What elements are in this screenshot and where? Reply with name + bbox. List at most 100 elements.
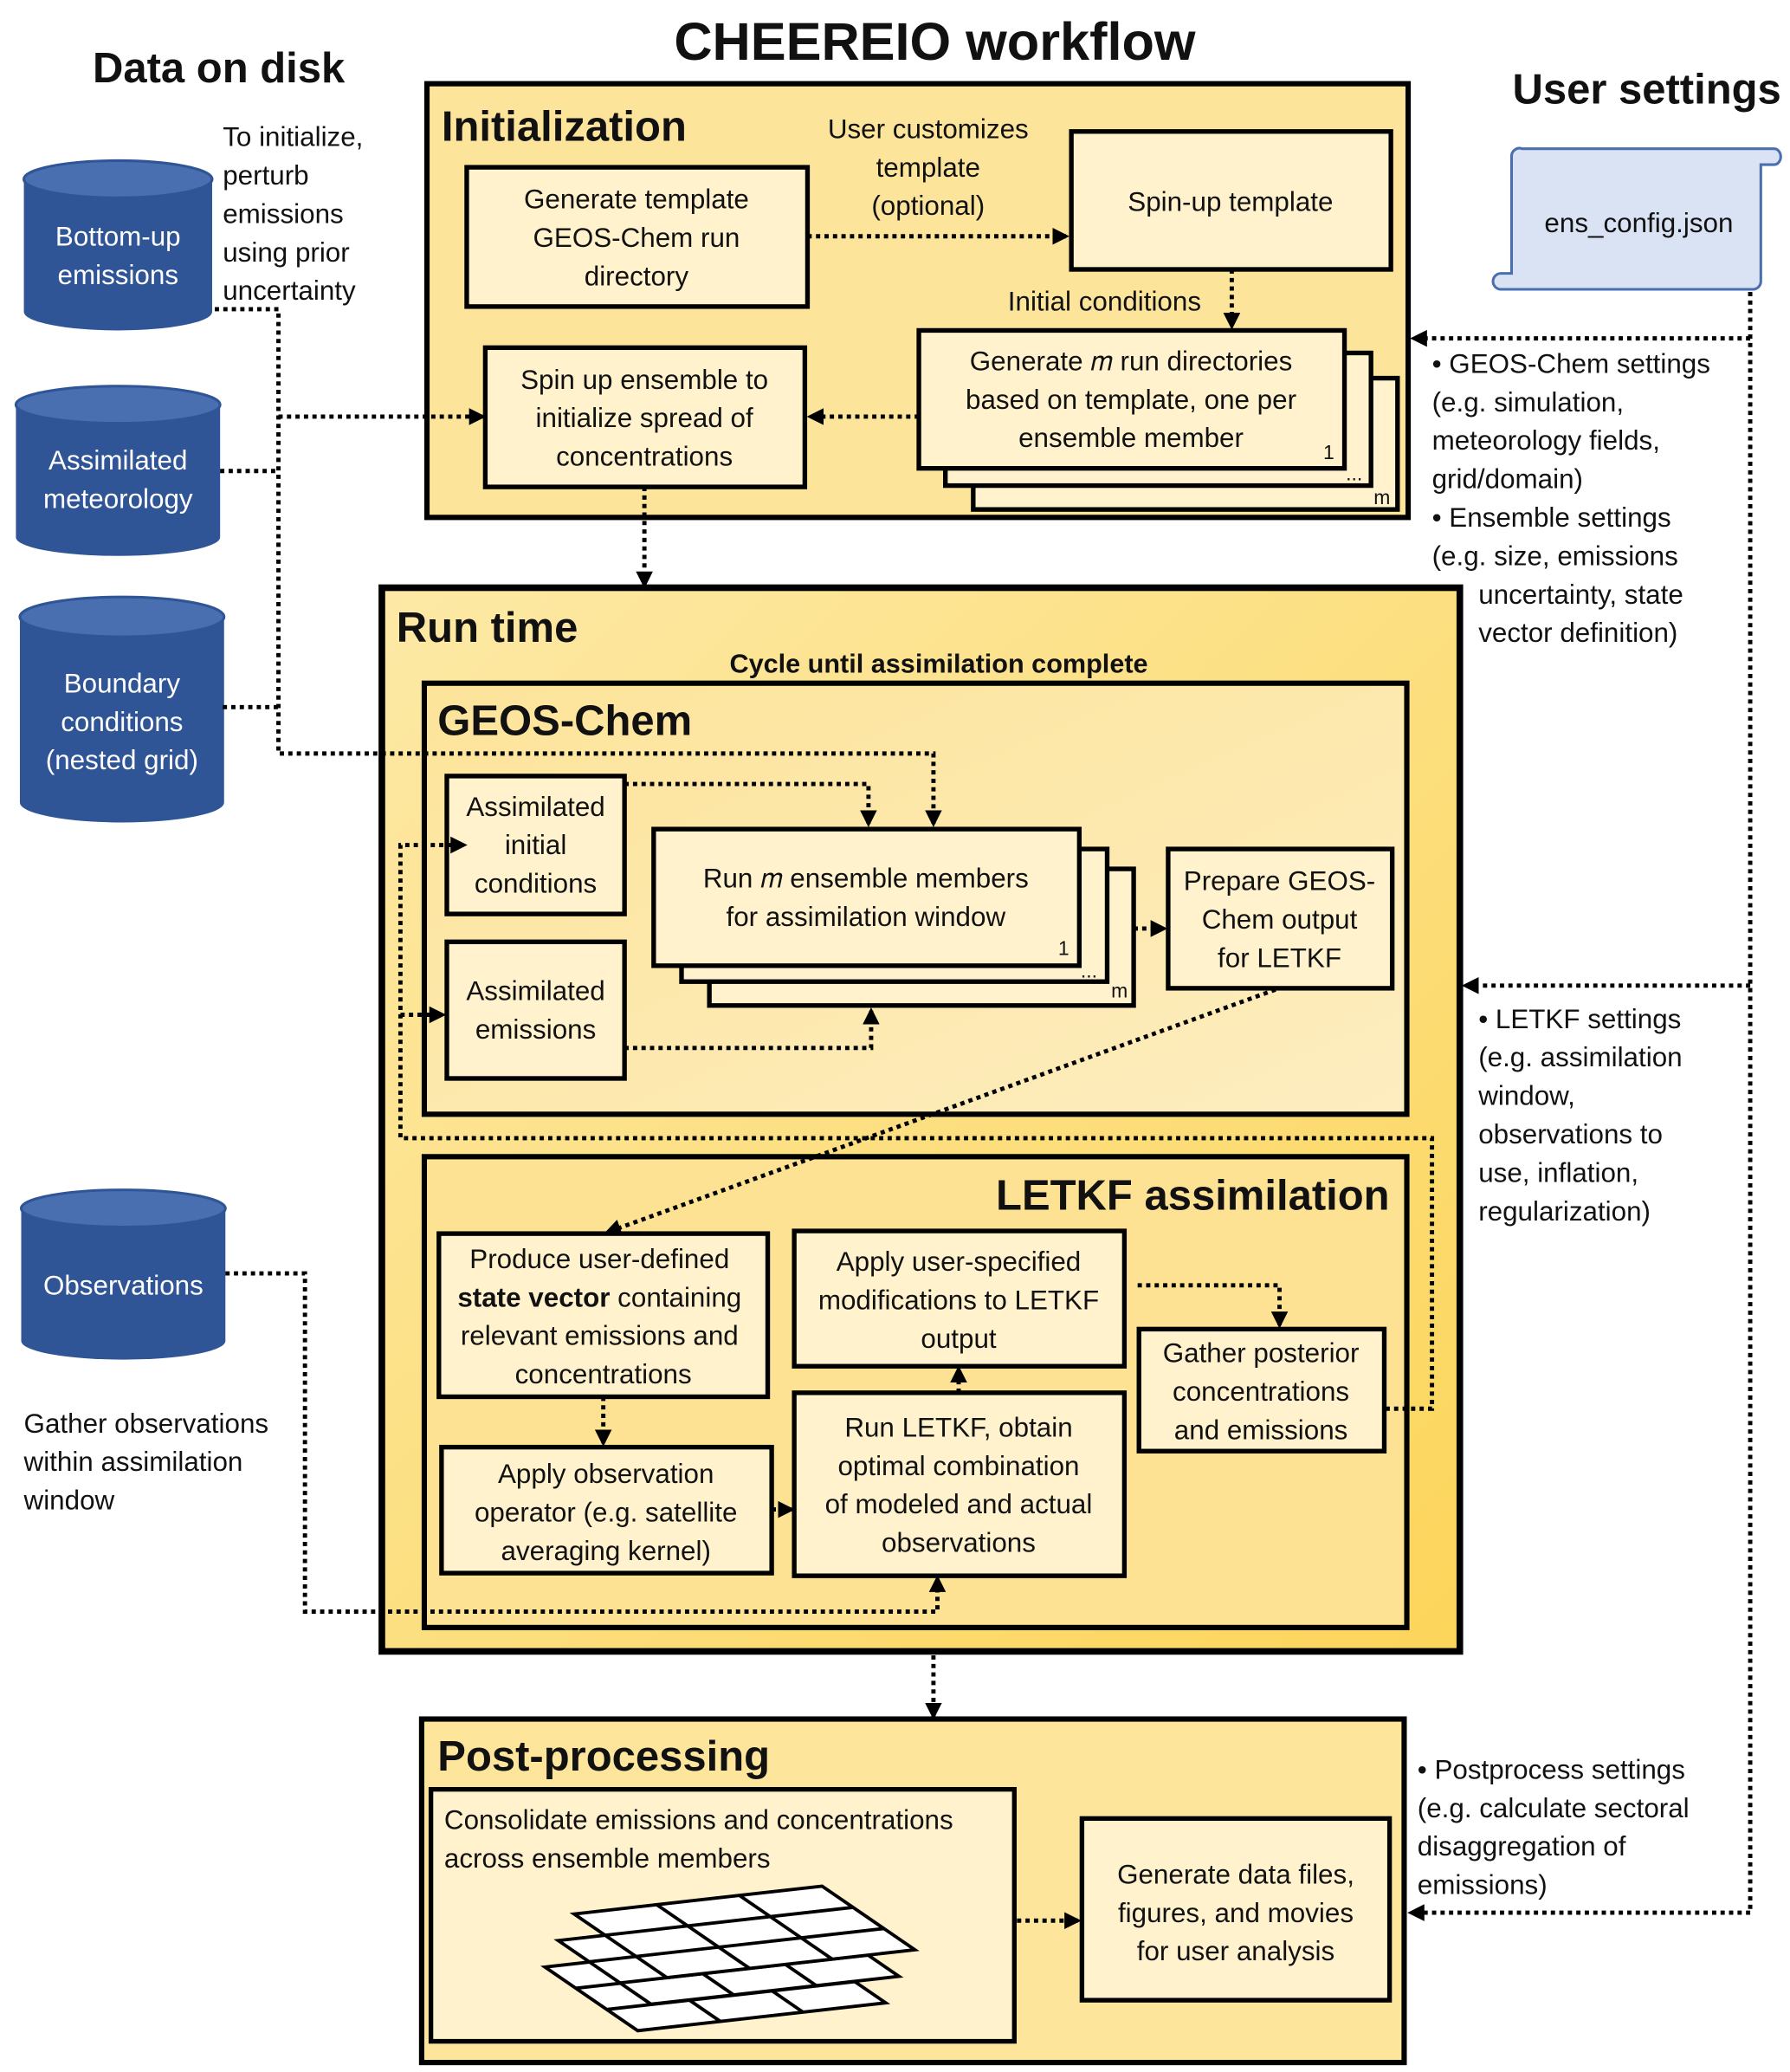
apply-obs-operator-text: Apply observation operator (e.g. satellit… [475, 1459, 737, 1566]
text-line: (e.g. simulation, [1432, 387, 1624, 418]
stack-label-1: 1 [1323, 441, 1334, 463]
text-line: initial [505, 830, 567, 860]
text-line: Apply observation [498, 1459, 714, 1489]
arrow-em-to-run [624, 1007, 880, 1051]
text-line: disaggregation of [1418, 1831, 1626, 1862]
text-line: To initialize, [223, 122, 363, 152]
text-line: Gather observations [24, 1408, 269, 1439]
text-line: window, [1477, 1081, 1575, 1111]
text-line: • Postprocess settings [1418, 1754, 1685, 1784]
text-line: observations to [1478, 1119, 1663, 1149]
generate-template-box [464, 165, 811, 309]
text-line: (nested grid) [46, 745, 198, 775]
generate-m-box [916, 327, 1347, 471]
text-line: GEOS-Chem run [533, 223, 740, 253]
text-line: Boundary [64, 668, 181, 698]
postprocess-settings-note: • Postprocess settings(e.g. calculate se… [1418, 1754, 1690, 1900]
generate-m-text: Generate 𝑚 run directories based on templ… [966, 346, 1296, 453]
text-line: initialize spread of [536, 403, 753, 433]
text-line: window [23, 1486, 115, 1516]
text-line: averaging kernel) [501, 1536, 711, 1566]
text-line: • GEOS-Chem settings [1432, 348, 1710, 379]
text-line: ensemble member [1018, 423, 1244, 453]
runtime-panel: Run time Cycle until assimilation comple… [378, 584, 1464, 1655]
text-line: Run LETKF, obtain [844, 1412, 1072, 1442]
run-stack-label-ellipsis: ... [1081, 960, 1097, 982]
text-line: concentrations [556, 442, 733, 472]
config-file-name: ens_config.json [1544, 208, 1733, 238]
text-line: Run 𝑚 ensemble members [703, 864, 1029, 894]
text-line: emissions [475, 1014, 597, 1045]
text-line: operator (e.g. satellite [475, 1497, 737, 1527]
text-line: modifications to LETKF [818, 1285, 1099, 1315]
produce-state-vector-text: Produce user-defined state vector contai… [457, 1244, 749, 1389]
text-line: Observations [43, 1271, 204, 1301]
text-line: emissions) [1418, 1870, 1548, 1900]
assimilated-ic-box [444, 774, 627, 916]
text-line: based on template, one per [966, 385, 1296, 415]
grid-line [738, 1894, 834, 1961]
apply-user-mods-text: Apply user-specified modifications to LET… [818, 1246, 1099, 1354]
arrow-emissions-to-run [215, 307, 942, 827]
text-line: Generate 𝑚 run directories [970, 346, 1293, 376]
text-line: Spin-up template [1128, 187, 1333, 217]
geos-chem-title: GEOS-Chem [437, 697, 692, 744]
text-line: of modeled and actual [825, 1489, 1093, 1519]
text-line: figures, and movies [1118, 1898, 1354, 1928]
cycle-note: Cycle until assimilation complete [729, 649, 1147, 678]
text-line: emissions [58, 260, 178, 290]
text-line: for user analysis [1137, 1936, 1334, 1966]
text-line: using prior [223, 237, 349, 268]
text-line: across ensemble members [444, 1843, 771, 1874]
text-line: uncertainty, state [1478, 580, 1683, 610]
text-line: optimal combination [837, 1451, 1079, 1481]
runtime-title: Run time [397, 605, 578, 651]
text-line: Generate data files, [1117, 1859, 1354, 1889]
text-line: meteorology fields, [1432, 425, 1660, 456]
text-line: vector definition) [1478, 618, 1677, 648]
text-line: template [876, 152, 980, 183]
run-stack-label-m: m [1111, 980, 1128, 1002]
text-line: • Ensemble settings [1432, 502, 1671, 533]
letkf-title: LETKF assimilation [996, 1173, 1390, 1220]
text-line: Apply user-specified [837, 1246, 1082, 1277]
text-line: for assimilation window [727, 902, 1006, 932]
consolidate-text: Consolidate emissions and concentrations… [444, 1805, 953, 1874]
text-line: and emissions [1174, 1415, 1348, 1445]
apply-user-mods-box [792, 1228, 1128, 1369]
initialization-title: Initialization [442, 103, 687, 150]
text-line: concentrations [1173, 1376, 1349, 1407]
text-line: for LETKF [1218, 942, 1341, 973]
config-file-icon: ens_config.json [1491, 146, 1782, 291]
text-line: conditions [475, 869, 597, 899]
line-met-bc [220, 469, 279, 709]
grid-line [604, 1906, 854, 1937]
cylinder-observations: Observations [19, 1188, 227, 1360]
text-line: output [921, 1324, 997, 1354]
grid-line [636, 1926, 884, 1959]
text-line: User customizes [828, 113, 1029, 144]
text-line: • LETKF settings [1478, 1004, 1681, 1034]
text-line: perturb [223, 160, 308, 191]
diagram-title: CHEEREIO workflow [674, 12, 1196, 71]
ensemble-settings-note: uncertainty, state vector definition) [1478, 580, 1683, 648]
text-line: uncertainty [223, 275, 356, 306]
data-on-disk-heading: Data on disk [93, 45, 346, 92]
observations-label: Observations [43, 1271, 204, 1301]
text-line: Bottom-up [55, 221, 181, 251]
text-line: Consolidate emissions and concentrations [444, 1805, 953, 1836]
